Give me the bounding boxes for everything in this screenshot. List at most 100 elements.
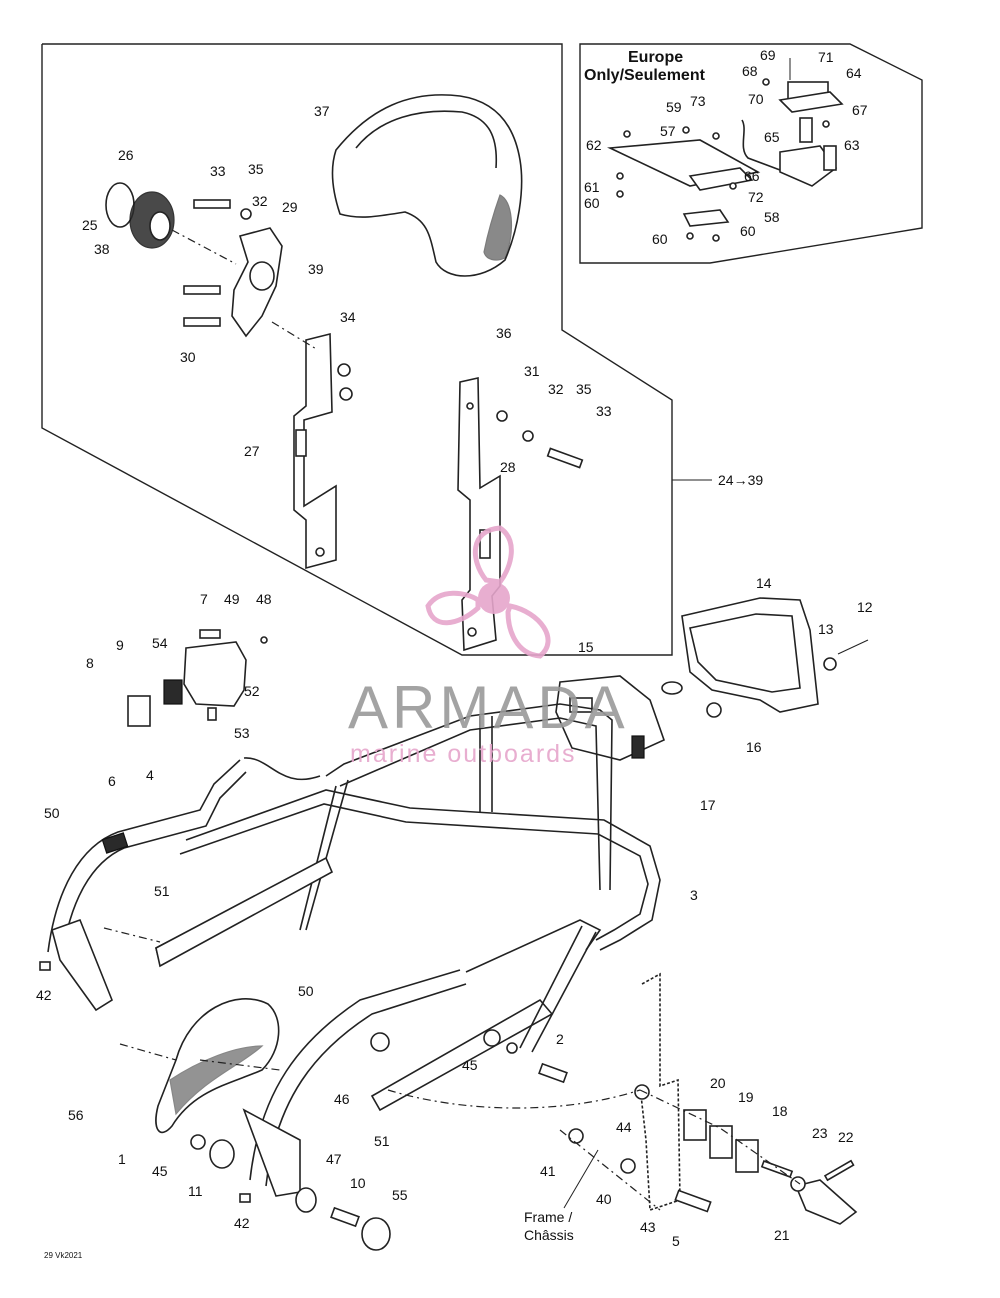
part-callout-65: 65 — [764, 129, 780, 145]
hardware — [39, 961, 568, 1251]
part-callout-16: 16 — [746, 739, 762, 755]
part-callout-7: 7 — [200, 591, 208, 607]
knob-assembly — [105, 182, 283, 338]
part-callout-29: 29 — [282, 199, 298, 215]
part-callout-28: 28 — [500, 459, 516, 475]
europe-header-line1: Europe — [628, 49, 683, 66]
part-callout-61: 61 — [584, 179, 600, 195]
part-callout-54: 54 — [152, 635, 168, 651]
part-callout-62: 62 — [586, 137, 602, 153]
part-callout-63: 63 — [844, 137, 860, 153]
group-range-label: 24→39 — [718, 472, 763, 488]
part-callout-18: 18 — [772, 1103, 788, 1119]
part-callout-47: 47 — [326, 1151, 342, 1167]
part-callout-66: 66 — [744, 168, 760, 184]
part-callout-56: 56 — [68, 1107, 84, 1123]
part-callout-46: 46 — [334, 1091, 350, 1107]
part-callout-23: 23 — [812, 1125, 828, 1141]
part-callout-68: 68 — [742, 63, 758, 79]
part-callout-30: 30 — [180, 349, 196, 365]
part-callout-57: 57 — [660, 123, 676, 139]
frame-label-line2: Châssis — [524, 1227, 574, 1243]
part-callout-43: 43 — [640, 1219, 656, 1235]
part-callout-71: 71 — [818, 49, 834, 65]
watermark-brand: ARMADA — [348, 674, 629, 741]
part-callout-1: 1 — [118, 1151, 126, 1167]
part-callout-4: 4 — [146, 767, 154, 783]
part-callout-20: 20 — [710, 1075, 726, 1091]
part-callout-35: 35 — [576, 381, 592, 397]
part-callout-60: 60 — [740, 223, 756, 239]
part-callout-41: 41 — [540, 1163, 556, 1179]
part-callout-2: 2 — [556, 1031, 564, 1047]
part-callout-22: 22 — [838, 1129, 854, 1145]
part-callout-14: 14 — [756, 575, 772, 591]
part-callout-55: 55 — [392, 1187, 408, 1203]
part-callout-53: 53 — [234, 725, 250, 741]
part-callout-72: 72 — [748, 189, 764, 205]
europe-bracket-assembly — [607, 58, 844, 242]
part-callout-42: 42 — [234, 1215, 250, 1231]
part-callout-11: 11 — [188, 1183, 203, 1199]
part-callout-36: 36 — [496, 325, 512, 341]
part-callout-48: 48 — [256, 591, 272, 607]
part-callout-51: 51 — [374, 1133, 390, 1149]
part-callout-3: 3 — [690, 887, 698, 903]
part-callout-58: 58 — [764, 209, 780, 225]
part-callout-60: 60 — [652, 231, 668, 247]
part-callout-45: 45 — [152, 1163, 168, 1179]
part-callout-19: 19 — [738, 1089, 754, 1105]
part-callout-40: 40 — [596, 1191, 612, 1207]
part-callout-17: 17 — [700, 797, 716, 813]
part-callout-32: 32 — [252, 193, 268, 209]
assembly-lines — [103, 321, 801, 1211]
part-callout-67: 67 — [852, 102, 868, 118]
part-callout-39: 39 — [308, 261, 324, 277]
part-callout-35: 35 — [248, 161, 264, 177]
frame-label-line1: Frame / — [524, 1209, 572, 1225]
hitch-assembly — [568, 972, 858, 1225]
part-callout-45: 45 — [462, 1057, 478, 1073]
watermark-logo: ARMADA marine outboards — [348, 525, 629, 768]
part-callout-10: 10 — [350, 1175, 366, 1191]
part-callout-70: 70 — [748, 91, 764, 107]
part-callout-27: 27 — [244, 443, 260, 459]
part-callout-33: 33 — [210, 163, 226, 179]
part-callout-5: 5 — [672, 1233, 680, 1249]
bracket-27 — [293, 332, 353, 570]
part-callout-42: 42 — [36, 987, 52, 1003]
side-panel-1 — [155, 998, 280, 1133]
part-callout-15: 15 — [578, 639, 594, 655]
part-callout-37: 37 — [314, 103, 330, 119]
part-callout-64: 64 — [846, 65, 862, 81]
part-callout-9: 9 — [116, 637, 124, 653]
part-callout-12: 12 — [857, 599, 873, 615]
part-callout-49: 49 — [224, 591, 240, 607]
part-callout-31: 31 — [524, 363, 540, 379]
figure-code: 29 Vk2021 — [44, 1251, 83, 1260]
part-callout-50: 50 — [44, 805, 60, 821]
part-callout-33: 33 — [596, 403, 612, 419]
part-callout-6: 6 — [108, 773, 116, 789]
part-callout-52: 52 — [244, 683, 260, 699]
part-callout-50: 50 — [298, 983, 314, 999]
europe-header-line2: Only/Seulement — [584, 67, 706, 84]
europe-group-outline — [579, 43, 923, 264]
part-callout-8: 8 — [86, 655, 94, 671]
part-callout-59: 59 — [666, 99, 682, 115]
part-callout-73: 73 — [690, 93, 706, 109]
part-callout-38: 38 — [94, 241, 110, 257]
part-callout-60: 60 — [584, 195, 600, 211]
part-callout-21: 21 — [774, 1227, 790, 1243]
switch-assembly — [127, 629, 268, 727]
part-callout-25: 25 — [82, 217, 98, 233]
part-callout-32: 32 — [548, 381, 564, 397]
watermark-tagline: marine outboards — [350, 740, 577, 768]
backrest-pad — [331, 94, 523, 277]
part-callout-51: 51 — [154, 883, 170, 899]
part-callout-34: 34 — [340, 309, 356, 325]
part-callout-13: 13 — [818, 621, 834, 637]
part-callout-26: 26 — [118, 147, 134, 163]
